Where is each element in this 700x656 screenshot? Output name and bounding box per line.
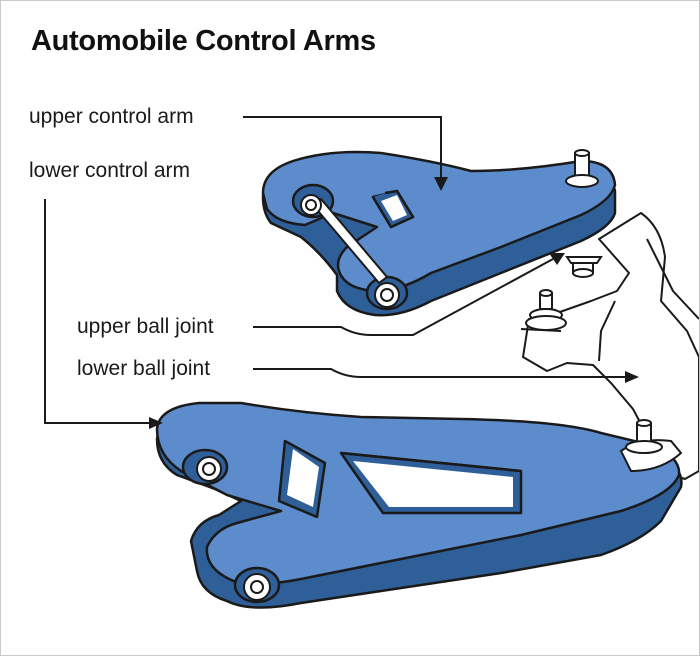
label-upper-control-arm: upper control arm bbox=[29, 105, 194, 128]
callout-arrowheads bbox=[149, 177, 639, 429]
callout-lines bbox=[44, 116, 625, 424]
lower-bushings bbox=[196, 456, 271, 601]
upper-arm-stud bbox=[565, 149, 599, 188]
arrowhead-icon bbox=[434, 177, 448, 191]
label-lower-control-arm: lower control arm bbox=[29, 159, 191, 182]
lower-ball-joint-leader bbox=[253, 368, 625, 378]
upper-ball-joint-leader bbox=[253, 258, 554, 336]
lower-control-arm bbox=[155, 401, 683, 609]
lower-control-arm-leader bbox=[44, 199, 149, 424]
upper-pivot-shaft bbox=[300, 194, 400, 308]
arrowhead-icon bbox=[149, 417, 163, 429]
upper-ball-joint-stud bbox=[565, 256, 603, 278]
arrowhead-icon bbox=[549, 253, 565, 265]
diagram-title: Automobile Control Arms bbox=[31, 25, 376, 57]
lower-ball-joint-stud bbox=[619, 419, 683, 473]
label-lower-ball-joint: lower ball joint bbox=[77, 357, 211, 380]
label-upper-ball-joint: upper ball joint bbox=[77, 315, 214, 338]
arrowhead-icon bbox=[625, 371, 639, 383]
upper-control-arm-leader bbox=[243, 116, 442, 177]
upper-control-arm bbox=[261, 150, 617, 317]
knuckle-stud bbox=[525, 289, 567, 331]
